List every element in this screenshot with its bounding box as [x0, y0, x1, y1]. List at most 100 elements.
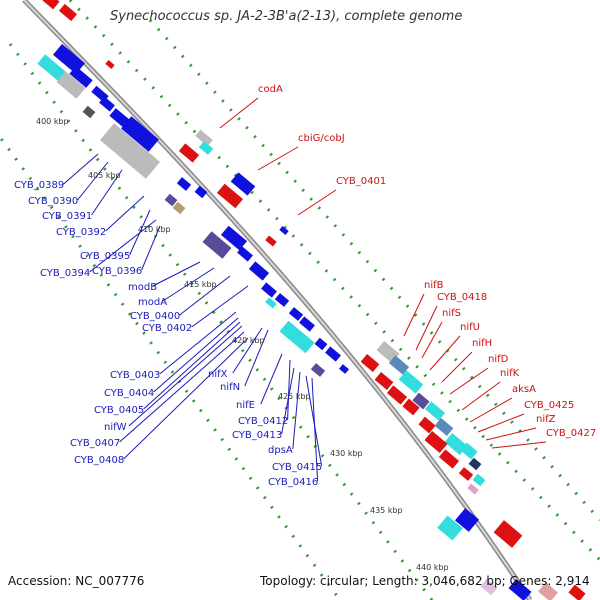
forward-gene-label: cbiG/cobJ [298, 133, 345, 144]
gene-block [460, 442, 478, 460]
gene-block [424, 401, 446, 421]
gene-block [178, 143, 200, 163]
forward-gene-label: nifD [488, 354, 509, 365]
forward-gene-label: nifK [500, 368, 520, 379]
forward-gene-label: nifZ [536, 414, 556, 425]
label-leader [449, 367, 489, 395]
scale-label: 440 kbp [416, 563, 449, 572]
gene-block [220, 225, 248, 251]
gene-block [310, 363, 326, 377]
label-leader [162, 267, 215, 302]
label-leader [191, 285, 249, 328]
reverse-gene-label: CYB_0416 [268, 477, 318, 488]
gene-block [216, 183, 244, 209]
label-leader [152, 261, 201, 287]
forward-gene-label: nifH [472, 338, 492, 349]
reverse-gene-label: CYB_0408 [74, 455, 124, 466]
gene-block [480, 578, 498, 596]
backbone-highlight [23, 0, 531, 600]
forward-gene-label: CYB_0401 [336, 176, 386, 187]
forward-gene-label: nifB [424, 280, 444, 291]
label-leader [63, 153, 99, 185]
label-leader [105, 195, 145, 232]
label-leader [305, 375, 323, 467]
reverse-gene-label: nifE [236, 400, 255, 411]
label-leader [297, 189, 337, 216]
gene-block [198, 141, 214, 155]
label-leader [89, 219, 157, 273]
label-leader [141, 225, 161, 271]
gene-block [265, 235, 277, 247]
gene-block [69, 66, 93, 88]
gene-block [360, 354, 380, 372]
gene-block [472, 473, 486, 487]
gene-block [412, 392, 430, 410]
gene-block [538, 582, 558, 600]
gene-block [434, 418, 454, 436]
label-leader [77, 161, 109, 201]
gene-features [37, 0, 586, 600]
scale-label: 410 kbp [138, 225, 171, 234]
reverse-gene-label: CYB_0389 [14, 180, 64, 191]
gene-block [37, 54, 67, 82]
reverse-gene-label: CYB_0396 [92, 266, 142, 277]
gene-block [467, 483, 479, 495]
label-leader [159, 311, 237, 375]
gene-block [261, 282, 277, 298]
reverse-gene-label: CYB_0415 [272, 462, 322, 473]
label-leader [219, 97, 259, 129]
label-leader [91, 169, 123, 216]
gene-block [237, 246, 253, 262]
label-leader [421, 321, 443, 359]
label-leader [179, 275, 231, 316]
reverse-gene-label: nifX [208, 369, 228, 380]
gene-block [121, 116, 159, 152]
genome-backbone [22, 0, 533, 600]
reverse-gene-label: CYB_0395 [80, 251, 130, 262]
gene-block [437, 515, 463, 541]
tick-track [8, 43, 434, 600]
reverse-gene-label: nifW [104, 422, 127, 433]
scale-label: 430 kbp [330, 449, 363, 458]
label-leader [244, 329, 269, 387]
gene-block [493, 520, 523, 548]
forward-gene-label: aksA [512, 384, 536, 395]
label-leader [403, 293, 425, 337]
label-leader [260, 353, 283, 405]
label-leader [429, 335, 461, 371]
gene-labels: codAcbiG/cobJCYB_0401nifBCYB_0418nifSnif… [14, 84, 596, 488]
genome-summary-text: Topology: circular; Length: 3,046,682 bp… [260, 574, 590, 588]
label-leader [123, 337, 249, 460]
gene-block [99, 123, 161, 179]
gene-block [56, 71, 86, 99]
reverse-gene-label: CYB_0402 [142, 323, 192, 334]
label-leader [281, 367, 295, 435]
label-leader [128, 325, 243, 427]
gene-block [230, 172, 256, 196]
label-leader [287, 359, 291, 421]
forward-gene-label: nifS [442, 308, 461, 319]
gene-block [454, 508, 480, 532]
gene-block [279, 320, 315, 354]
gene-block [299, 316, 315, 332]
accession-text: Accession: NC_007776 [8, 574, 145, 588]
reverse-gene-label: nifN [220, 382, 240, 393]
label-leader [485, 427, 537, 441]
label-leader [143, 321, 241, 410]
gene-block [248, 261, 270, 281]
gene-block [388, 355, 410, 375]
reverse-gene-label: CYB_0404 [104, 388, 154, 399]
gene-block [568, 584, 586, 600]
gene-block [42, 0, 60, 10]
label-leader [441, 351, 473, 383]
forward-gene-label: nifU [460, 322, 480, 333]
reverse-gene-label: CYB_0391 [42, 211, 92, 222]
gene-block [195, 129, 213, 147]
label-leader [415, 305, 438, 351]
label-leader [469, 397, 513, 423]
reverse-gene-label: CYB_0403 [110, 370, 160, 381]
gene-block [418, 416, 436, 434]
gene-block [274, 293, 290, 307]
